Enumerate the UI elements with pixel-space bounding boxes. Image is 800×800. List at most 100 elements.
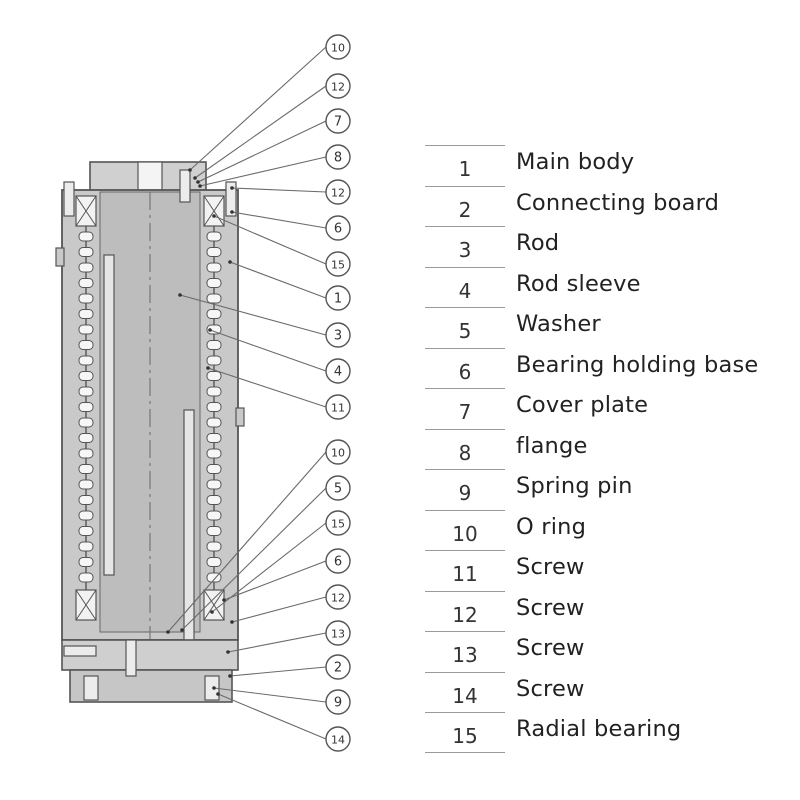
row-divider bbox=[425, 751, 505, 753]
part-number: 8 bbox=[458, 440, 472, 465]
callout-number: 1 bbox=[334, 292, 342, 307]
leader-line bbox=[194, 85, 327, 179]
parts-row: 3 Rod bbox=[425, 226, 785, 267]
ball-element bbox=[78, 371, 94, 381]
part-number: 13 bbox=[452, 643, 478, 667]
ball-element bbox=[206, 479, 222, 490]
leader-dot bbox=[196, 180, 200, 184]
callout-number: 12 bbox=[331, 81, 345, 94]
top-screw-left bbox=[63, 181, 75, 217]
leader-line bbox=[231, 211, 327, 229]
leader-line bbox=[167, 451, 327, 633]
callout-number: 4 bbox=[334, 365, 342, 380]
ball-element bbox=[206, 231, 222, 242]
side-screw-left bbox=[63, 645, 97, 657]
bearing-top-right bbox=[203, 195, 225, 227]
row-divider bbox=[425, 712, 505, 713]
leader-line bbox=[207, 367, 327, 408]
leader-dot bbox=[206, 366, 210, 370]
callout-number: 12 bbox=[331, 592, 345, 605]
leader-dot bbox=[230, 186, 234, 190]
ball-element bbox=[78, 340, 94, 350]
ball-element bbox=[206, 526, 222, 536]
callout-number: 10 bbox=[331, 447, 345, 460]
ball-element bbox=[206, 262, 222, 273]
part-name: O ring bbox=[516, 513, 587, 540]
leader-line bbox=[181, 487, 327, 631]
row-divider bbox=[425, 550, 505, 551]
ball-element bbox=[78, 464, 94, 474]
ball-column-left bbox=[78, 231, 94, 583]
leader-dot bbox=[228, 260, 232, 264]
leader-line bbox=[179, 294, 327, 336]
part-name: Rod sleeve bbox=[516, 270, 641, 297]
callout-circle bbox=[325, 584, 351, 610]
part-name: Rod bbox=[516, 230, 560, 256]
callout-circle bbox=[325, 510, 351, 536]
ball-element bbox=[78, 402, 94, 412]
callout-circle bbox=[325, 179, 351, 205]
callout-circle bbox=[325, 108, 351, 134]
row-divider bbox=[425, 469, 505, 470]
part-number: 12 bbox=[452, 602, 478, 627]
callout-circle bbox=[325, 215, 351, 241]
ball-element bbox=[206, 324, 222, 335]
row-divider bbox=[425, 388, 505, 389]
leader-dot bbox=[230, 210, 234, 214]
top-cap-center bbox=[137, 161, 163, 193]
ball-element bbox=[206, 386, 222, 397]
leader-dot bbox=[166, 630, 170, 634]
leader-dot bbox=[230, 620, 234, 624]
leader-line bbox=[209, 329, 327, 372]
part-number: 2 bbox=[458, 197, 472, 222]
leader-dot bbox=[180, 628, 184, 632]
callout-number: 14 bbox=[331, 734, 345, 747]
part-number: 7 bbox=[458, 400, 472, 424]
part-name: Washer bbox=[516, 311, 601, 337]
callout-number: 15 bbox=[331, 518, 345, 531]
leader-dot bbox=[210, 610, 214, 614]
ball-element bbox=[206, 510, 222, 521]
part-name: Screw bbox=[516, 554, 585, 580]
ball-element bbox=[206, 340, 222, 350]
ball-element bbox=[78, 278, 94, 288]
ball-column-right bbox=[206, 231, 222, 583]
bearing-top-left bbox=[75, 195, 97, 227]
row-divider bbox=[425, 226, 505, 227]
leader-dot bbox=[208, 328, 212, 332]
ball-element bbox=[78, 386, 94, 397]
part-name: flange bbox=[516, 432, 588, 459]
leader-line bbox=[217, 693, 327, 740]
row-divider bbox=[425, 509, 505, 511]
ball-element bbox=[78, 231, 94, 242]
ball-element bbox=[206, 247, 222, 257]
ball-element bbox=[78, 495, 94, 505]
ball-element bbox=[206, 464, 222, 474]
callout-number: 6 bbox=[334, 555, 342, 570]
callout-circle bbox=[325, 285, 351, 311]
part-number: 3 bbox=[458, 238, 472, 262]
callout-circle bbox=[325, 475, 351, 501]
ball-element bbox=[206, 495, 222, 505]
callout-circle bbox=[325, 34, 351, 60]
leader-dot bbox=[212, 686, 216, 690]
part-number: 9 bbox=[458, 481, 472, 505]
row-divider bbox=[425, 631, 505, 632]
ball-element bbox=[78, 510, 94, 521]
ball-element bbox=[206, 417, 222, 428]
ball-element bbox=[206, 402, 222, 412]
callout-number: 3 bbox=[334, 329, 342, 344]
callout-number: 5 bbox=[334, 482, 342, 497]
ball-element bbox=[206, 557, 222, 567]
part-number: 15 bbox=[452, 724, 478, 748]
part-name: Screw bbox=[516, 635, 585, 661]
callout-circle bbox=[325, 73, 351, 99]
